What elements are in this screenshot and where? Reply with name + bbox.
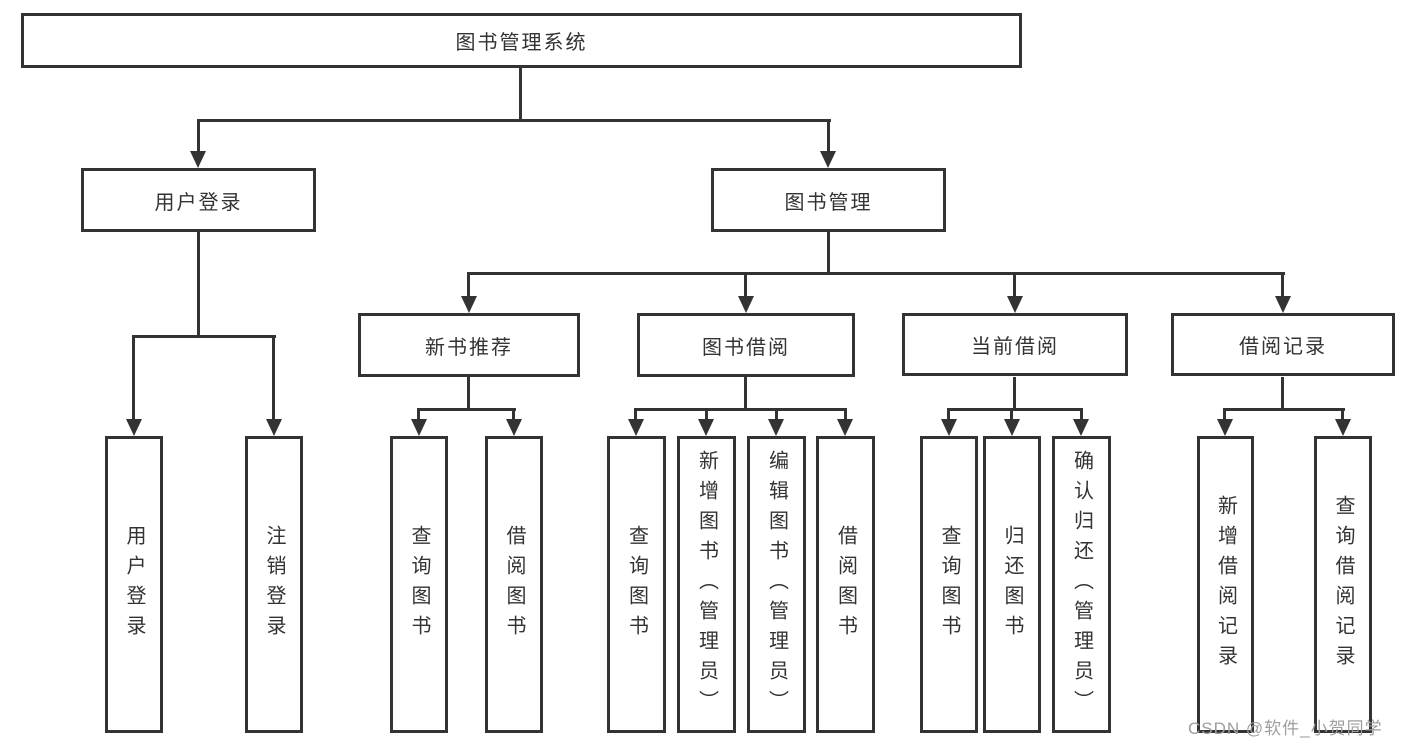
- node-user-login-group: 用户登录: [81, 168, 316, 232]
- leaf-borrow-books-recommend: 借阅图书: [485, 436, 543, 733]
- node-library-management-system: 图书管理系统: [21, 13, 1022, 68]
- connector-line: [1341, 408, 1344, 421]
- arrowhead-icon: [698, 419, 714, 436]
- leaf-edit-book-admin: 编辑图书（管理员）: [747, 436, 806, 733]
- connector-line: [1013, 272, 1016, 299]
- connector-line: [634, 408, 637, 421]
- arrowhead-icon: [820, 151, 836, 168]
- arrowhead-icon: [738, 296, 754, 313]
- arrowhead-icon: [126, 419, 142, 436]
- connector-line: [1010, 408, 1013, 421]
- node-label: 新增借阅记录: [1214, 494, 1237, 675]
- leaf-logout: 注销登录: [245, 436, 303, 733]
- connector-line: [197, 232, 200, 338]
- connector-line: [272, 335, 275, 421]
- connector-line: [417, 408, 516, 411]
- node-label: 借阅图书: [834, 524, 857, 645]
- node-label: 注销登录: [263, 524, 285, 645]
- connector-line: [467, 272, 1285, 275]
- arrowhead-icon: [1073, 419, 1089, 436]
- arrowhead-icon: [411, 419, 427, 436]
- connector-line: [512, 408, 515, 421]
- node-label: 编辑图书（管理员）: [765, 449, 788, 720]
- leaf-add-borrow-record: 新增借阅记录: [1197, 436, 1254, 733]
- node-label: 图书管理: [784, 191, 873, 214]
- connector-line: [744, 377, 747, 410]
- node-label: 确认归还（管理员）: [1070, 449, 1093, 720]
- leaf-query-books-current: 查询图书: [920, 436, 978, 733]
- connector-line: [467, 272, 470, 299]
- connector-line: [417, 408, 420, 421]
- node-label: 新书推荐: [425, 336, 513, 359]
- node-label: 借阅图书: [503, 524, 525, 645]
- arrowhead-icon: [461, 296, 477, 313]
- connector-line: [197, 119, 200, 153]
- connector-line: [844, 408, 847, 421]
- node-book-management: 图书管理: [711, 168, 946, 232]
- leaf-query-books-recommend: 查询图书: [390, 436, 448, 733]
- node-label: 归还图书: [1001, 524, 1023, 645]
- csdn-watermark: CSDN @软件_小贺同学: [1188, 719, 1383, 738]
- leaf-query-borrow-record: 查询借阅记录: [1314, 436, 1372, 733]
- node-label: 查询借阅记录: [1332, 494, 1354, 675]
- node-label: 图书借阅: [702, 336, 790, 359]
- arrowhead-icon: [837, 419, 853, 436]
- connector-line: [1223, 408, 1226, 421]
- arrowhead-icon: [768, 419, 784, 436]
- connector-line: [1281, 272, 1284, 299]
- node-label: 借阅记录: [1239, 336, 1327, 358]
- arrowhead-icon: [1335, 419, 1351, 436]
- node-label: 用户登录: [123, 524, 145, 645]
- node-current-borrow: 当前借阅: [902, 313, 1128, 376]
- connector-line: [947, 408, 950, 421]
- arrowhead-icon: [1004, 419, 1020, 436]
- connector-line: [132, 335, 276, 338]
- connector-line: [1013, 377, 1016, 410]
- node-label: 当前借阅: [971, 336, 1059, 358]
- connector-line: [1281, 377, 1284, 410]
- connector-line: [1080, 408, 1083, 421]
- node-label: 用户登录: [154, 191, 243, 214]
- connector-line: [519, 68, 522, 121]
- arrowhead-icon: [506, 419, 522, 436]
- arrowhead-icon: [1007, 296, 1023, 313]
- connector-line: [827, 119, 830, 153]
- node-label: 新增图书（管理员）: [695, 449, 718, 720]
- connector-line: [947, 408, 1083, 411]
- arrowhead-icon: [190, 151, 206, 168]
- leaf-confirm-return-admin: 确认归还（管理员）: [1052, 436, 1111, 733]
- node-label: 查询图书: [625, 524, 648, 645]
- arrowhead-icon: [628, 419, 644, 436]
- node-borrow-records: 借阅记录: [1171, 313, 1395, 376]
- connector-line: [744, 272, 747, 299]
- arrowhead-icon: [1275, 296, 1291, 313]
- leaf-borrow-books: 借阅图书: [816, 436, 875, 733]
- connector-line: [1223, 408, 1345, 411]
- connector-line: [634, 408, 847, 411]
- node-new-book-recommend: 新书推荐: [358, 313, 580, 377]
- node-book-borrow: 图书借阅: [637, 313, 855, 377]
- leaf-return-books: 归还图书: [983, 436, 1041, 733]
- arrowhead-icon: [1217, 419, 1233, 436]
- connector-line: [775, 408, 778, 421]
- node-label: 查询图书: [938, 524, 960, 645]
- connector-line: [467, 377, 470, 410]
- leaf-query-books-borrow: 查询图书: [607, 436, 666, 733]
- connector-line: [827, 232, 830, 274]
- leaf-add-book-admin: 新增图书（管理员）: [677, 436, 736, 733]
- arrowhead-icon: [941, 419, 957, 436]
- node-label: 图书管理系统: [455, 32, 588, 54]
- arrowhead-icon: [266, 419, 282, 436]
- connector-line: [132, 335, 135, 421]
- leaf-user-login: 用户登录: [105, 436, 163, 733]
- connector-line: [197, 119, 831, 122]
- node-label: 查询图书: [408, 524, 430, 645]
- connector-line: [705, 408, 708, 421]
